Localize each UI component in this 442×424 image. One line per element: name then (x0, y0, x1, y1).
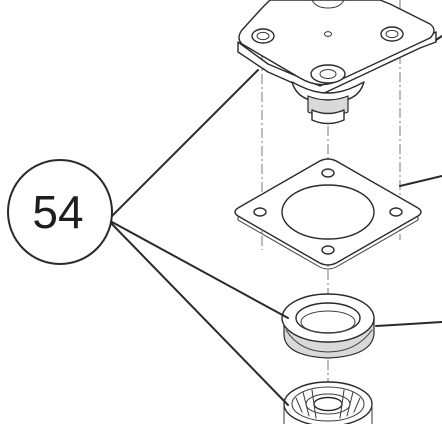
leader-to-bearing (109, 221, 289, 406)
right-leaders (375, 35, 442, 327)
gasket-hole-bottom (321, 245, 335, 255)
flange-bolt-hole-front (310, 64, 346, 84)
flange-bolt-hole-left (251, 28, 275, 44)
callout-bubble: 54 (7, 159, 113, 265)
leader-to-gasket (111, 221, 289, 319)
flange-bolt-hole-right (380, 26, 404, 42)
gasket (234, 158, 422, 270)
gasket-hole-left (253, 207, 267, 217)
leader-to-housing (109, 69, 259, 219)
gasket-hole-top (321, 168, 335, 178)
bearing (283, 381, 373, 424)
callout-leaders (109, 69, 289, 406)
seal-ring (281, 293, 375, 359)
flange-housing (237, 0, 437, 125)
callout-circle-icon (7, 159, 113, 265)
callout-number: 54 (32, 186, 83, 238)
gasket-hole-right (389, 207, 403, 217)
gasket-center-opening (281, 184, 375, 240)
